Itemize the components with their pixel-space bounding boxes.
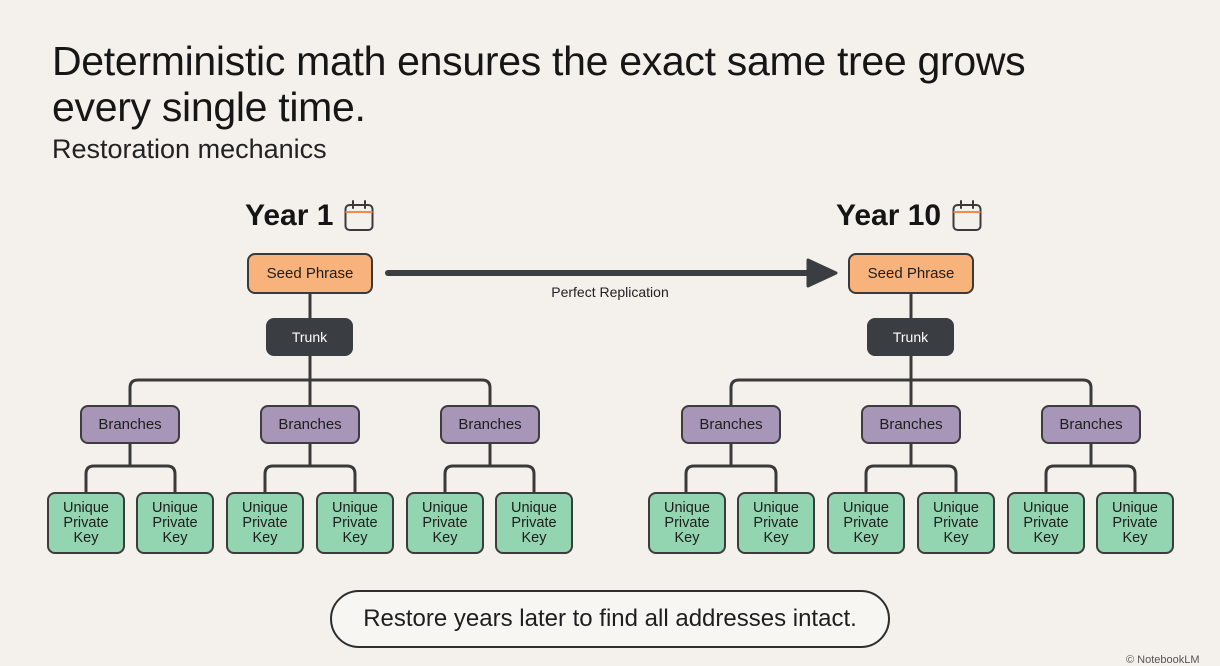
- trunk-node: Trunk: [867, 318, 954, 356]
- branch-node: Branches: [80, 405, 180, 444]
- private-key-node: Unique Private Key: [136, 492, 214, 554]
- year-label: Year 1: [245, 199, 334, 232]
- private-key-node: Unique Private Key: [917, 492, 995, 554]
- watermark: © NotebookLM: [1126, 654, 1200, 666]
- branch-node: Branches: [260, 405, 360, 444]
- private-key-node: Unique Private Key: [495, 492, 573, 554]
- trunk-to-branches-connector: [128, 378, 492, 407]
- branch-node: Branches: [861, 405, 961, 444]
- private-key-node: Unique Private Key: [648, 492, 726, 554]
- private-key-node: Unique Private Key: [1096, 492, 1174, 554]
- seed-phrase-node: Seed Phrase: [247, 253, 373, 294]
- branch-to-keys-connector: [864, 442, 958, 494]
- branch-node: Branches: [1041, 405, 1141, 444]
- seed-phrase-node: Seed Phrase: [848, 253, 974, 294]
- branch-to-keys-connector: [684, 442, 778, 494]
- calendar-icon: [952, 200, 982, 231]
- branch-to-keys-connector: [443, 442, 536, 494]
- year-10-heading: Year 10: [836, 196, 983, 236]
- calendar-icon: [344, 200, 374, 231]
- branch-to-keys-connector: [263, 442, 357, 494]
- year-label: Year 10: [836, 199, 942, 232]
- private-key-node: Unique Private Key: [737, 492, 815, 554]
- replication-arrow: [385, 258, 838, 288]
- private-key-node: Unique Private Key: [827, 492, 905, 554]
- private-key-node: Unique Private Key: [226, 492, 304, 554]
- page-subtitle: Restoration mechanics: [52, 134, 327, 164]
- branch-to-keys-connector: [84, 442, 177, 494]
- trunk-to-branches-connector: [729, 378, 1093, 407]
- branch-node: Branches: [440, 405, 540, 444]
- branch-node: Branches: [681, 405, 781, 444]
- branch-to-keys-connector: [1044, 442, 1137, 494]
- trunk-node: Trunk: [266, 318, 353, 356]
- restore-message-pill: Restore years later to find all addresse…: [330, 590, 890, 648]
- replication-label: Perfect Replication: [551, 284, 669, 300]
- private-key-node: Unique Private Key: [1007, 492, 1085, 554]
- private-key-node: Unique Private Key: [47, 492, 125, 554]
- private-key-node: Unique Private Key: [316, 492, 394, 554]
- private-key-node: Unique Private Key: [406, 492, 484, 554]
- year-1-heading: Year 1: [245, 196, 375, 236]
- page-title: Deterministic math ensures the exact sam…: [52, 38, 1026, 130]
